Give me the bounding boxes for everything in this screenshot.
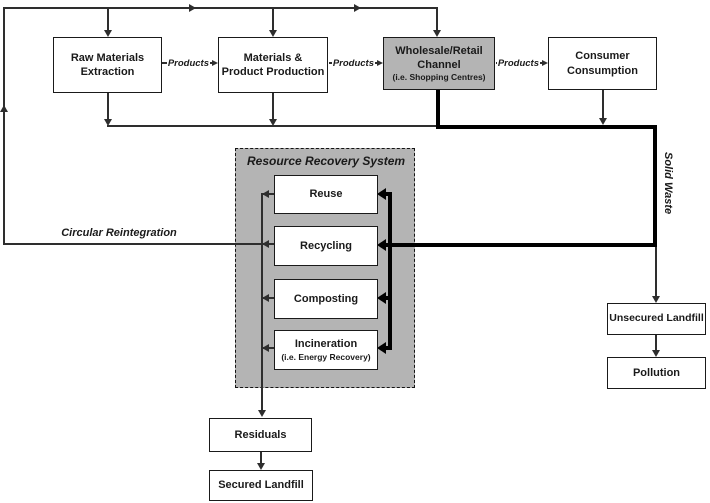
- left-feedback-line: [3, 7, 5, 244]
- box-label: Product Production: [221, 66, 325, 78]
- box-pollution: Pollution: [607, 357, 706, 389]
- residuals-collector-line: [261, 193, 263, 411]
- waste-drop-consumer: [602, 90, 604, 119]
- solid-waste-horizontal-line: [436, 125, 657, 129]
- left-arrow-icon: [262, 189, 269, 198]
- box-label: Incineration: [294, 338, 358, 351]
- waste-drop-materials-production: [272, 93, 274, 121]
- solid-waste-drop-wholesale: [436, 90, 440, 127]
- products-flow-label: Products: [329, 54, 383, 72]
- box-label: Secured Landfill: [218, 479, 304, 492]
- down-arrow-icon: [268, 30, 277, 37]
- box-unsecured-landfill: Unsecured Landfill: [607, 303, 706, 335]
- products-flow-label: Products: [496, 54, 548, 72]
- line-segment: [496, 62, 497, 64]
- solid-waste-to-recycling-line: [386, 243, 655, 247]
- box-label: Pollution: [632, 366, 681, 379]
- down-arrow-icon: [103, 119, 112, 126]
- left-arrow-icon: [377, 342, 386, 354]
- solid-waste-vertical-line: [653, 125, 657, 247]
- box-label: Composting: [293, 292, 359, 305]
- products-flow-label: Products: [162, 54, 218, 72]
- products-label-text: Products: [332, 57, 374, 69]
- box-composting: Composting: [274, 279, 378, 319]
- box-label: Recycling: [300, 239, 352, 252]
- branch-to-composting: [386, 296, 392, 300]
- box-label: Consumer: [575, 50, 630, 63]
- resource-recovery-system-title: Resource Recovery System: [247, 154, 406, 168]
- box-label: Extraction: [80, 66, 135, 78]
- box-reuse: Reuse: [274, 175, 378, 214]
- branch-to-reuse: [386, 192, 392, 196]
- line-segment: [210, 62, 212, 64]
- down-arrow-icon: [598, 118, 607, 125]
- line-segment: [375, 62, 377, 64]
- line-to-secured-landfill: [260, 452, 262, 464]
- right-arrow-icon: [377, 60, 383, 66]
- right-arrow-icon: [354, 3, 361, 12]
- left-arrow-icon: [377, 292, 386, 304]
- box-label: Residuals: [234, 428, 287, 441]
- drop-into-raw-materials: [107, 8, 109, 31]
- box-recycling: Recycling: [274, 226, 378, 266]
- box-secured-landfill: Secured Landfill: [209, 470, 313, 501]
- waste-drop-raw-materials: [107, 93, 109, 121]
- drop-into-materials-production: [272, 8, 274, 31]
- box-consumer-consumption: Consumer Consumption: [548, 37, 657, 90]
- down-arrow-icon: [256, 463, 265, 470]
- left-arrow-icon: [262, 293, 269, 302]
- box-label: Wholesale/Retail: [395, 44, 483, 57]
- box-label: Materials &: [243, 51, 303, 64]
- box-incineration: Incineration (i.e. Energy Recovery): [274, 330, 378, 370]
- box-label: Channel: [417, 58, 461, 71]
- right-arrow-icon: [189, 3, 196, 12]
- box-label: Consumption: [567, 64, 638, 77]
- left-arrow-icon: [377, 188, 386, 200]
- up-arrow-icon: [0, 105, 8, 112]
- top-feedback-line: [3, 7, 438, 9]
- box-residuals: Residuals: [209, 418, 312, 452]
- recovery-branch-line: [388, 192, 392, 350]
- left-arrow-icon: [262, 239, 269, 248]
- waste-collector-line: [107, 125, 438, 127]
- down-arrow-icon: [651, 296, 660, 303]
- box-label: Unsecured Landfill: [609, 312, 704, 325]
- down-arrow-icon: [103, 30, 112, 37]
- products-label-text: Products: [497, 57, 539, 69]
- down-arrow-icon: [432, 30, 441, 37]
- left-arrow-icon: [377, 239, 386, 251]
- line-segment: [329, 62, 332, 64]
- box-wholesale-retail-channel: Wholesale/Retail Channel (i.e. Shopping …: [383, 37, 495, 90]
- box-materials-product-production: Materials & Product Production: [218, 37, 328, 93]
- box-sublabel: (i.e. Shopping Centres): [392, 72, 486, 83]
- right-arrow-icon: [212, 60, 218, 66]
- box-label: Raw Materials: [70, 51, 145, 64]
- box-raw-materials-extraction: Raw Materials Extraction: [53, 37, 162, 93]
- branch-to-incineration: [386, 346, 392, 350]
- box-sublabel: (i.e. Energy Recovery): [281, 351, 371, 362]
- box-label: Reuse: [309, 188, 343, 201]
- products-label-text: Products: [167, 57, 209, 69]
- line-to-unsecured-landfill: [655, 247, 657, 297]
- line-to-pollution: [655, 335, 657, 351]
- solid-waste-label: Solid Waste: [662, 152, 674, 215]
- down-arrow-icon: [651, 350, 660, 357]
- left-arrow-icon: [262, 343, 269, 352]
- drop-into-wholesale: [436, 8, 438, 31]
- line-segment: [162, 62, 167, 64]
- circular-reintegration-label: Circular Reintegration: [61, 227, 177, 239]
- line-segment: [540, 62, 542, 64]
- right-arrow-icon: [542, 60, 548, 66]
- down-arrow-icon: [257, 410, 266, 417]
- circular-reintegration-line: [3, 243, 274, 245]
- down-arrow-icon: [268, 119, 277, 126]
